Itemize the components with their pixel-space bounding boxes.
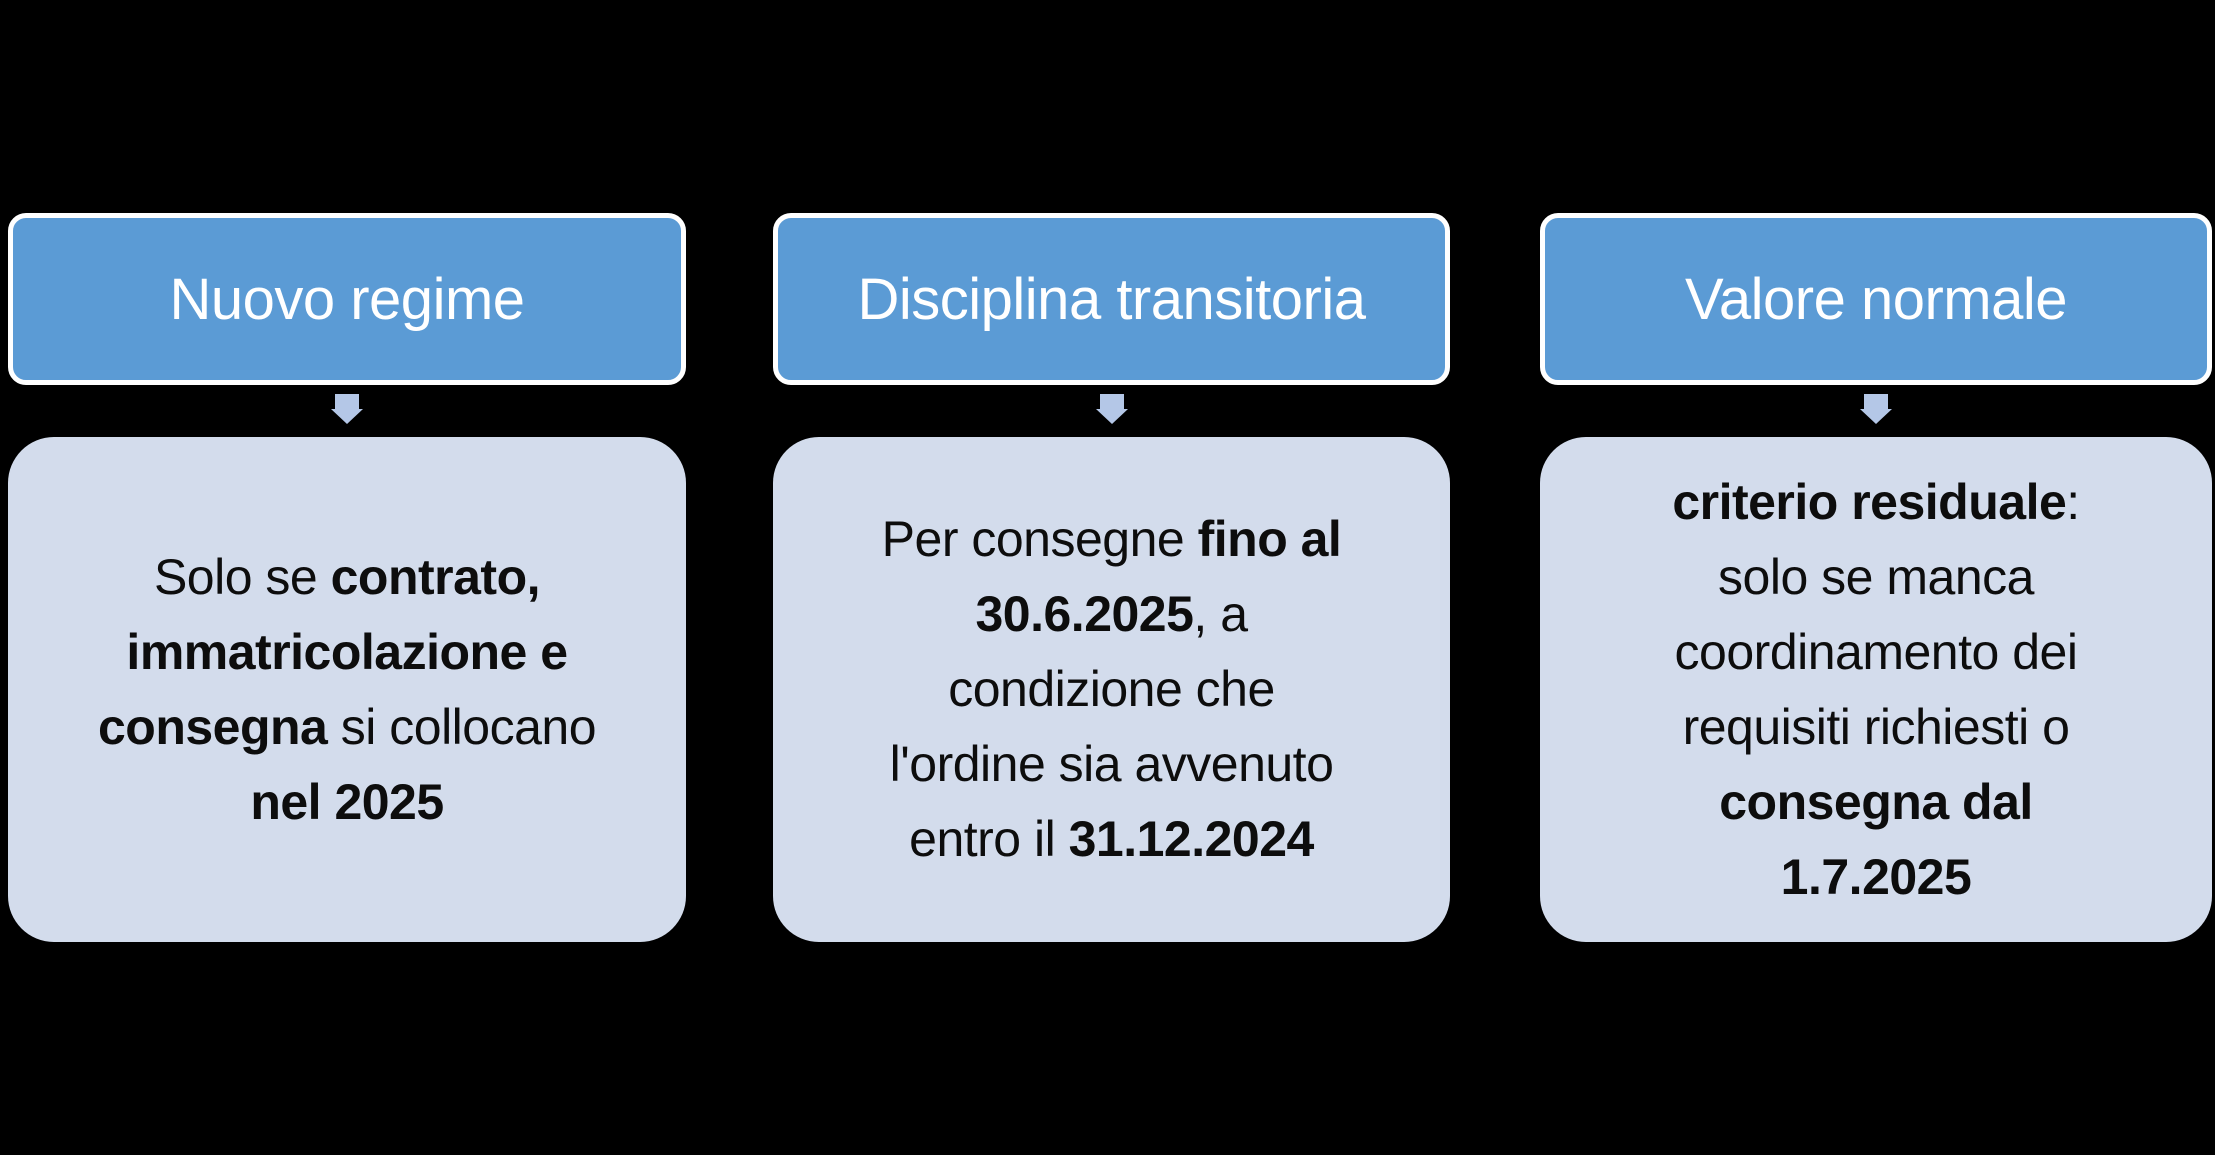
body-text: coordinamento dei xyxy=(1674,623,2078,680)
header-box-valore-normale: Valore normale xyxy=(1540,213,2212,385)
body-text: Per consegne xyxy=(881,511,1198,567)
body-text-line: nel 2025 xyxy=(250,765,444,840)
body-text-line: consegna si collocano xyxy=(97,690,597,765)
body-text-bold: nel 2025 xyxy=(250,773,444,830)
body-box-nuovo-regime: Solo se contrato, immatricolazione e conse… xyxy=(8,437,686,942)
body-text-bold: fino al xyxy=(1197,511,1342,567)
body-text: l'ordine sia avvenuto xyxy=(889,736,1334,792)
body-text-bold: 31.12.2024 xyxy=(1068,811,1315,867)
column-nuovo-regime: Nuovo regime Solo se contrato, immatricol… xyxy=(8,213,686,942)
body-text-line: consegna dal xyxy=(1719,765,2033,840)
body-text-bold: criterio residuale xyxy=(1672,473,2067,530)
header-label: Nuovo regime xyxy=(169,266,525,332)
header-label: Valore normale xyxy=(1684,266,2068,332)
body-text-bold: consegna xyxy=(97,698,328,755)
header-label: Disciplina transitoria xyxy=(857,266,1366,332)
down-arrow-icon xyxy=(331,394,363,424)
body-text-bold: 1.7.2025 xyxy=(1780,848,1972,905)
body-text: , a xyxy=(1193,586,1248,642)
body-text-line: 1.7.2025 xyxy=(1781,840,1972,915)
down-arrow-icon xyxy=(1095,394,1128,424)
body-text-line: solo se manca xyxy=(1718,540,2034,615)
body-text-bold: immatricolazione e xyxy=(126,623,568,680)
body-box-valore-normale: criterio residuale: solo se manca coordina… xyxy=(1540,437,2212,942)
body-text-line: Solo se contrato, xyxy=(153,540,541,615)
body-text-line: l'ordine sia avvenuto xyxy=(890,727,1334,802)
body-text-bold: contrato, xyxy=(330,548,541,605)
body-text-bold: consegna dal xyxy=(1719,773,2033,830)
body-text: condizione che xyxy=(948,661,1275,717)
body-text: entro il xyxy=(909,811,1069,867)
body-text-line: immatricolazione e xyxy=(126,615,568,690)
body-text: Solo se xyxy=(153,548,331,605)
body-text: si collocano xyxy=(327,698,597,755)
body-text-line: Per consegne fino al xyxy=(882,502,1342,577)
column-disciplina-transitoria: Disciplina transitoria Per consegne fino… xyxy=(773,213,1450,942)
body-text-line: entro il 31.12.2024 xyxy=(909,802,1314,877)
header-box-disciplina-transitoria: Disciplina transitoria xyxy=(773,213,1450,385)
header-box-nuovo-regime: Nuovo regime xyxy=(8,213,686,385)
body-text-line: condizione che xyxy=(948,652,1275,727)
down-arrow-icon xyxy=(1860,394,1892,424)
body-text: : xyxy=(2066,473,2080,530)
body-text-line: 30.6.2025, a xyxy=(975,577,1248,652)
body-text: requisiti richiesti o xyxy=(1682,698,2070,755)
body-text-line: criterio residuale: xyxy=(1672,465,2080,540)
column-valore-normale: Valore normale criterio residuale: solo s… xyxy=(1540,213,2212,942)
body-text-line: requisiti richiesti o xyxy=(1683,690,2070,765)
body-text-bold: 30.6.2025 xyxy=(975,586,1194,642)
body-text: solo se manca xyxy=(1718,548,2034,605)
body-text-line: coordinamento dei xyxy=(1675,615,2078,690)
